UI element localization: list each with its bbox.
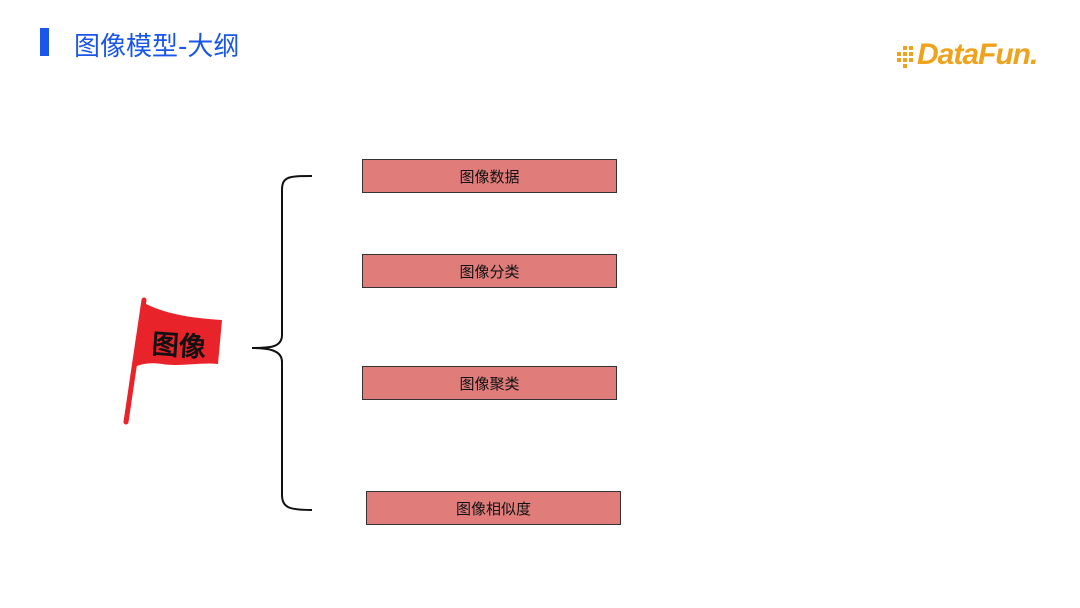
- branch-box-image-classification: 图像分类: [362, 254, 617, 288]
- branch-box-image-similarity: 图像相似度: [366, 491, 621, 525]
- logo-text: DataFun.: [917, 38, 1038, 71]
- flag-icon: [123, 297, 222, 425]
- root-label: 图像: [150, 329, 207, 364]
- curly-brace: [251, 175, 313, 511]
- branch-box-image-clustering: 图像聚类: [362, 366, 617, 400]
- datafun-logo: DataFun.: [895, 38, 1045, 76]
- logo-dots-icon: [897, 46, 913, 68]
- branch-box-image-data: 图像数据: [362, 159, 617, 193]
- title-accent-bar: [40, 28, 49, 56]
- page-title: 图像模型-大纲: [74, 32, 240, 62]
